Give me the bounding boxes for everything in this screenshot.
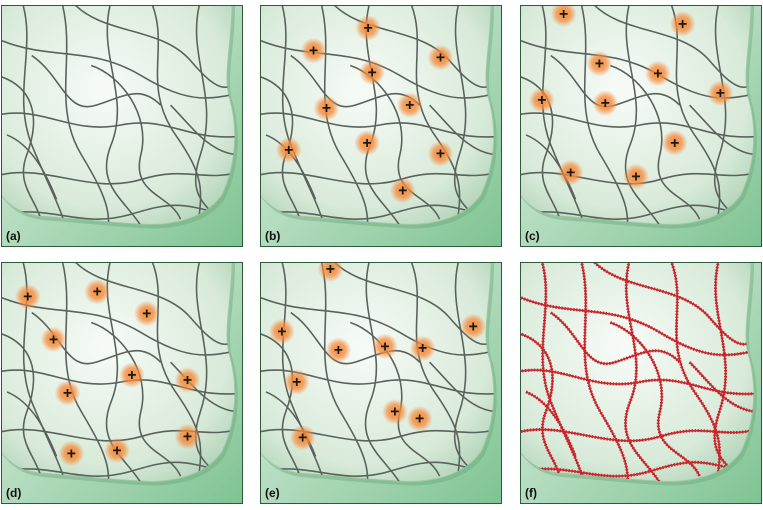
charge-sign: +: [398, 182, 407, 199]
positive-charge-icon: +: [84, 279, 110, 305]
charge-sign: +: [277, 323, 286, 340]
positive-charge-icon: +: [407, 406, 433, 432]
positive-charge-icon: +: [558, 160, 584, 186]
panel-d-art: + + + + + + + + + +: [2, 263, 242, 503]
charge-sign: +: [334, 342, 343, 359]
positive-charge-icon: +: [592, 90, 618, 116]
charge-sign: +: [367, 64, 376, 81]
charge-sign: +: [292, 374, 301, 391]
positive-charge-icon: +: [284, 369, 310, 395]
charge-sign: +: [112, 442, 121, 459]
panel-a-label: (a): [6, 229, 21, 243]
positive-charge-icon: +: [428, 141, 454, 167]
positive-charge-icon: +: [662, 130, 688, 156]
charge-sign: +: [183, 429, 192, 446]
panel-e-label: (e): [265, 486, 280, 500]
panel-f-label: (f): [525, 486, 537, 500]
positive-charge-icon: +: [290, 425, 316, 451]
charge-sign: +: [405, 97, 414, 114]
positive-charge-icon: +: [397, 92, 423, 118]
positive-charge-icon: +: [59, 441, 85, 467]
positive-charge-icon: +: [15, 284, 41, 310]
charge-sign: +: [63, 385, 72, 402]
positive-charge-icon: +: [301, 38, 327, 64]
positive-charge-icon: +: [460, 314, 486, 340]
charge-sign: +: [127, 367, 136, 384]
charge-sign: +: [363, 20, 372, 37]
positive-charge-icon: +: [354, 130, 380, 156]
positive-charge-icon: +: [355, 15, 381, 41]
panel-c-label: (c): [525, 229, 540, 243]
charge-sign: +: [183, 372, 192, 389]
charge-sign: +: [678, 16, 687, 33]
charge-sign: +: [326, 263, 335, 278]
positive-charge-icon: +: [119, 362, 145, 388]
positive-charge-icon: +: [410, 335, 436, 361]
panel-d: + + + + + + + + + + (d): [1, 262, 243, 504]
positive-charge-icon: +: [707, 80, 733, 106]
positive-charge-icon: +: [325, 337, 351, 363]
charge-sign: +: [390, 404, 399, 421]
charge-sign: +: [142, 306, 151, 323]
charge-sign: +: [309, 43, 318, 60]
positive-charge-icon: +: [269, 319, 295, 345]
charge-sign: +: [631, 169, 640, 186]
charge-sign: +: [653, 65, 662, 82]
positive-charge-icon: +: [175, 367, 201, 393]
charge-sign: +: [595, 55, 604, 72]
panel-e: + + + + + + + + + + (e): [260, 262, 502, 504]
charge-sign: +: [380, 338, 389, 355]
panel-c: + + + + + + + + + + (c): [520, 5, 762, 247]
positive-charge-icon: +: [623, 164, 649, 190]
charge-sign: +: [67, 445, 76, 462]
charge-sign: +: [436, 146, 445, 163]
charge-sign: +: [362, 135, 371, 152]
charge-sign: +: [284, 142, 293, 159]
positive-charge-icon: +: [382, 399, 408, 425]
positive-charge-icon: +: [586, 51, 612, 77]
positive-charge-icon: +: [645, 61, 671, 87]
panel-a: (a): [1, 5, 243, 247]
charge-sign: +: [436, 50, 445, 67]
positive-charge-icon: +: [372, 333, 398, 359]
charge-sign: +: [418, 340, 427, 357]
positive-charge-icon: +: [175, 424, 201, 450]
panel-b: + + + + + + + + + + (b): [260, 5, 502, 247]
charge-sign: +: [49, 331, 58, 348]
panel-c-art: + + + + + + + + + +: [521, 6, 761, 246]
positive-charge-icon: +: [529, 87, 555, 113]
panel-d-label: (d): [6, 486, 21, 500]
panel-a-art: [2, 6, 242, 246]
panel-e-art: + + + + + + + + + +: [261, 263, 501, 503]
charge-sign: +: [322, 100, 331, 117]
charge-sign: +: [716, 85, 725, 102]
charge-sign: +: [469, 318, 478, 335]
panel-b-art: + + + + + + + + + +: [261, 6, 501, 246]
positive-charge-icon: +: [314, 95, 340, 121]
charge-sign: +: [566, 165, 575, 182]
panel-f: (f): [520, 262, 762, 504]
panel-f-art: [521, 263, 761, 503]
charge-sign: +: [601, 95, 610, 112]
panel-b-label: (b): [265, 229, 280, 243]
positive-charge-icon: +: [670, 11, 696, 37]
charge-sign: +: [537, 92, 546, 109]
positive-charge-icon: +: [276, 137, 302, 163]
positive-charge-icon: +: [428, 45, 454, 71]
charge-sign: +: [415, 411, 424, 428]
charge-sign: +: [93, 284, 102, 301]
charge-sign: +: [670, 135, 679, 152]
positive-charge-icon: +: [55, 380, 81, 406]
charge-sign: +: [559, 6, 568, 23]
charge-sign: +: [23, 289, 32, 306]
positive-charge-icon: +: [359, 60, 385, 86]
positive-charge-icon: +: [104, 438, 130, 464]
positive-charge-icon: +: [41, 326, 67, 352]
positive-charge-icon: +: [390, 178, 416, 204]
positive-charge-icon: +: [134, 301, 160, 327]
charge-sign: +: [298, 430, 307, 447]
